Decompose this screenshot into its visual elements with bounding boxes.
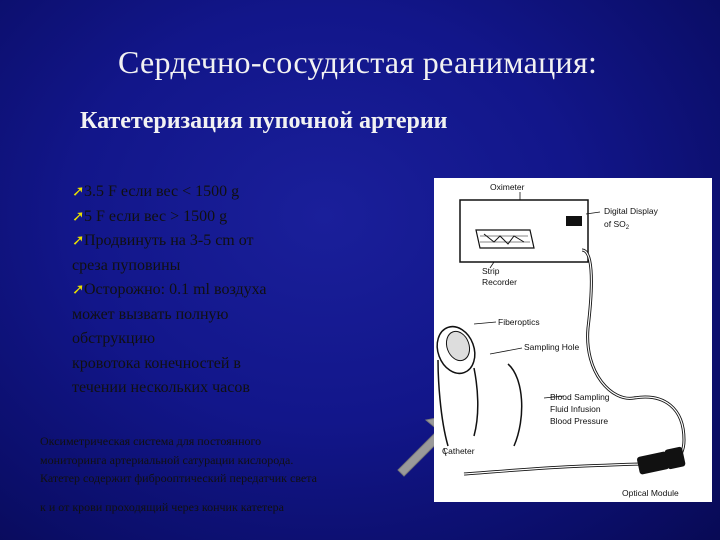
bullet-line: кровотока конечностей в [72, 352, 332, 377]
caption-line: Катетер содержит фиброоптический передат… [40, 471, 317, 485]
figure-caption: Оксиметрическая система для постоянного м… [40, 432, 440, 516]
bullet-line: ➚3.5 F если вес < 1500 g [72, 180, 332, 205]
strip-label: Strip [482, 266, 500, 276]
slide-subtitle: Катетеризация пупочной артерии [80, 108, 448, 134]
bullet-line: обструкцию [72, 327, 332, 352]
bullet-text: течении нескольких часов [72, 379, 250, 396]
caption-line: Оксиметрическая система для постоянного [40, 434, 262, 448]
bullet-line: ➚Продвинуть на 3-5 cm от [72, 229, 332, 254]
optical-module-label: Optical Module [622, 488, 679, 498]
bullet-line: ➚Осторожно: 0.1 ml воздуха [72, 278, 332, 303]
arrow-bullet-icon: ➚ [72, 184, 85, 200]
arrow-bullet-icon: ➚ [72, 233, 85, 249]
blood-pressure-label: Blood Pressure [550, 416, 608, 426]
oximeter-label: Oximeter [490, 182, 525, 192]
oximeter-diagram: Oximeter Digital Display of SO2 Strip Re… [434, 178, 712, 502]
caption-line: к и от крови проходящий через кончик кат… [40, 499, 284, 514]
digital-display-label: Digital Display [604, 206, 659, 216]
catheter-label: Catheter [442, 446, 475, 456]
blood-sampling-label: Blood Sampling [550, 392, 610, 402]
bullet-text: кровотока конечностей в [72, 354, 241, 372]
bullet-text: Осторожно: 0.1 ml воздуха [84, 281, 267, 298]
bullet-text: 5 F если вес > 1500 g [84, 207, 228, 225]
bullet-text: Продвинуть на 3-5 cm от [84, 232, 254, 249]
caption-line: мониторинга артериальной сатурации кисло… [40, 452, 294, 467]
fluid-infusion-label: Fluid Infusion [550, 404, 601, 414]
bullet-line: течении нескольких часов [72, 376, 332, 401]
bullet-line: ➚5 F если вес > 1500 g [72, 205, 332, 230]
arrow-bullet-icon: ➚ [72, 208, 85, 225]
recorder-label: Recorder [482, 277, 517, 287]
so2-label: of SO2 [604, 219, 630, 231]
strip-recorder-paper [475, 229, 535, 249]
bullet-text: среза пуповины [72, 256, 181, 274]
bullet-text: может вызвать полную [72, 305, 229, 323]
bullet-line: среза пуповины [72, 254, 332, 279]
optical-module [637, 451, 669, 475]
fiberoptics-label: Fiberoptics [498, 317, 540, 327]
bullet-text: обструкцию [72, 330, 156, 347]
bullet-line: может вызвать полную [72, 303, 332, 328]
arrow-bullet-icon: ➚ [72, 282, 85, 298]
slide-title: Сердечно-сосудистая реанимация: [118, 44, 598, 80]
so2-display [566, 216, 582, 226]
bullet-text: 3.5 F если вес < 1500 g [84, 183, 240, 200]
sampling-hole-label: Sampling Hole [524, 342, 580, 352]
bullet-list: ➚3.5 F если вес < 1500 g➚5 F если вес > … [72, 180, 332, 401]
